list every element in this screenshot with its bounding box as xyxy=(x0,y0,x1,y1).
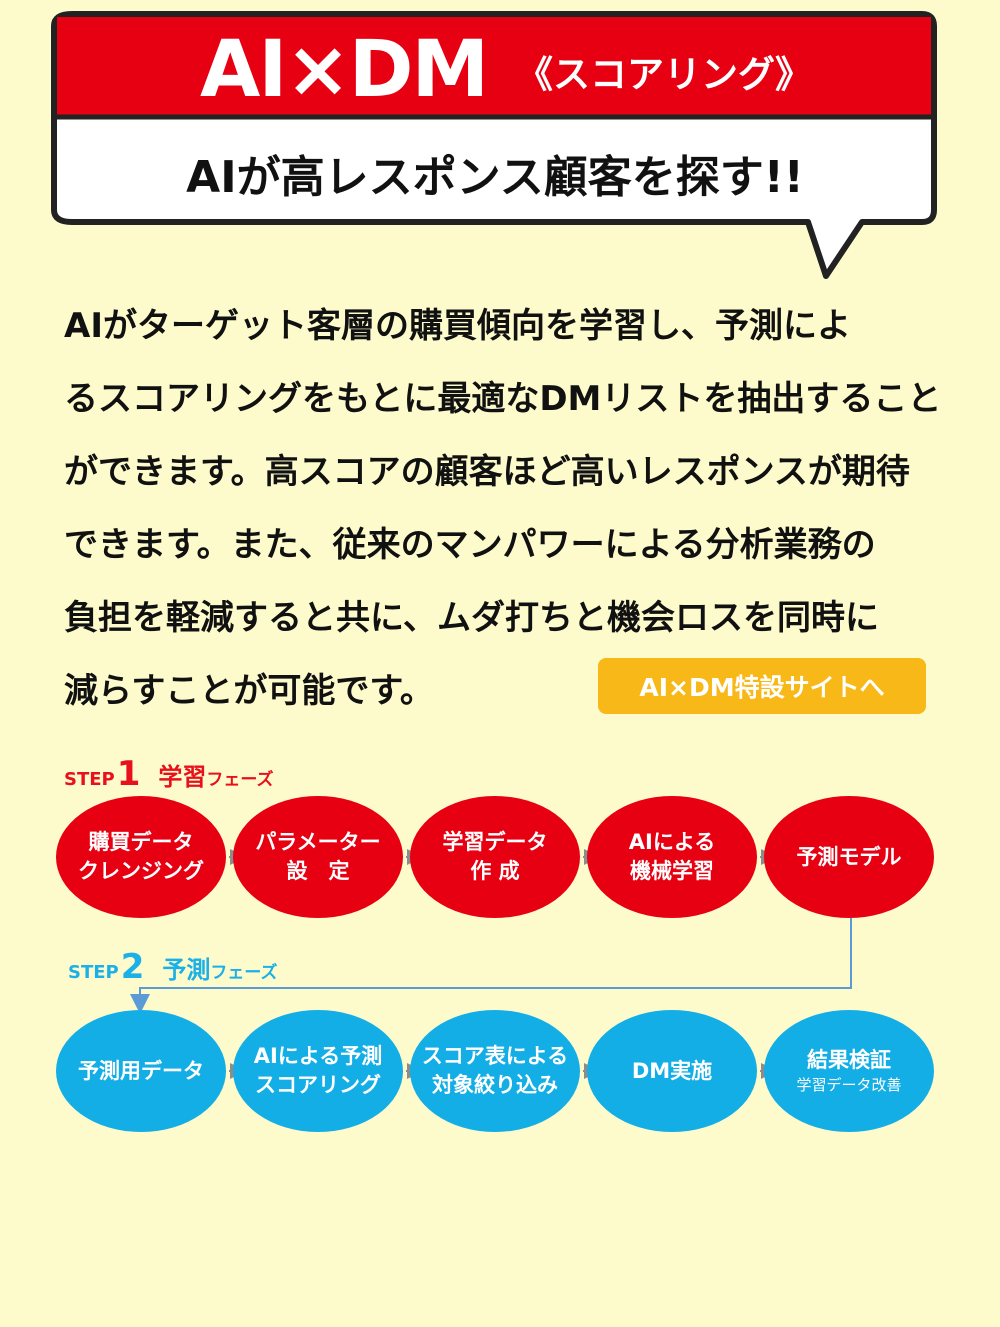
node-label: AIによる xyxy=(628,830,716,854)
node-label: 対象絞り込み xyxy=(432,1073,558,1097)
step1-number: 1 xyxy=(116,754,141,794)
node-label: スコアリング xyxy=(255,1073,381,1097)
special-site-link-button[interactable]: AI×DM特設サイトへ xyxy=(598,658,926,714)
step1-node-machine-learning: AIによる 機械学習 xyxy=(587,796,757,918)
node-label: 作 成 xyxy=(470,859,520,883)
node-label: 設 定 xyxy=(286,859,350,883)
node-sublabel: 学習データ改善 xyxy=(796,1076,902,1094)
step2-word: STEP xyxy=(68,962,119,983)
node-label: パラメーター xyxy=(255,830,381,854)
header-tagline: AIが高レスポンス顧客を探す!! xyxy=(186,152,804,203)
step1-node-data-cleansing: 購買データ クレンジング xyxy=(56,796,226,918)
node-label: 学習データ xyxy=(442,830,548,854)
bubble-red-band xyxy=(57,17,931,117)
step2-number: 2 xyxy=(120,947,145,987)
step2-node-prediction-data: 予測用データ xyxy=(56,1010,226,1132)
step2-phase: 予測 xyxy=(162,956,211,984)
node-label: 機械学習 xyxy=(630,859,714,883)
step2-suffix: フェーズ xyxy=(210,963,278,983)
description-line: できます。また、従来のマンパワーによる分析業務の xyxy=(64,525,876,565)
header-subtitle: 《スコアリング》 xyxy=(516,53,812,96)
node-label: DM実施 xyxy=(631,1058,713,1083)
step1-node-prediction-model: 予測モデル xyxy=(764,796,934,918)
node-label: クレンジング xyxy=(78,859,204,883)
node-label: 予測モデル xyxy=(796,844,902,869)
step2-node-target-narrowing: スコア表による 対象絞り込み xyxy=(410,1010,580,1132)
description-line: 負担を軽減すると共に、ムダ打ちと機会ロスを同時に xyxy=(64,598,879,638)
step2-node-ai-scoring: AIによる予測 スコアリング xyxy=(233,1010,403,1132)
step1-word: STEP xyxy=(64,769,115,790)
step1-label: STEP 1 学習 フェーズ xyxy=(64,754,274,794)
node-label: 結果検証 xyxy=(807,1048,891,1072)
node-label: 購買データ xyxy=(88,830,194,854)
step-transition-arrow xyxy=(130,918,852,1014)
description-line: るスコアリングをもとに最適なDMリストを抽出すること xyxy=(64,379,942,419)
step1-suffix: フェーズ xyxy=(206,770,274,790)
description-line: ができます。高スコアの顧客ほど高いレスポンスが期待 xyxy=(64,452,910,492)
step1-node-parameter-setting: パラメーター 設 定 xyxy=(233,796,403,918)
node-label: AIによる予測 xyxy=(253,1044,383,1068)
speech-bubble-frame xyxy=(51,11,937,279)
description-text: AIがターゲット客層の購買傾向を学習し、予測によ るスコアリングをもとに最適なD… xyxy=(64,290,964,728)
description-line: 減らすことが可能です。 xyxy=(64,671,434,711)
node-label: スコア表による xyxy=(421,1044,569,1068)
header-title: AI×DM xyxy=(200,25,489,115)
step1-phase: 学習 xyxy=(158,763,207,791)
step2-label: STEP 2 予測 フェーズ xyxy=(68,947,278,987)
step2-node-dm-execution: DM実施 xyxy=(587,1010,757,1132)
description-line: AIがターゲット客層の購買傾向を学習し、予測によ xyxy=(64,306,851,346)
node-label: 予測用データ xyxy=(78,1058,204,1083)
step1-node-training-data: 学習データ 作 成 xyxy=(410,796,580,918)
step2-node-result-verification: 結果検証 学習データ改善 xyxy=(764,1010,934,1132)
